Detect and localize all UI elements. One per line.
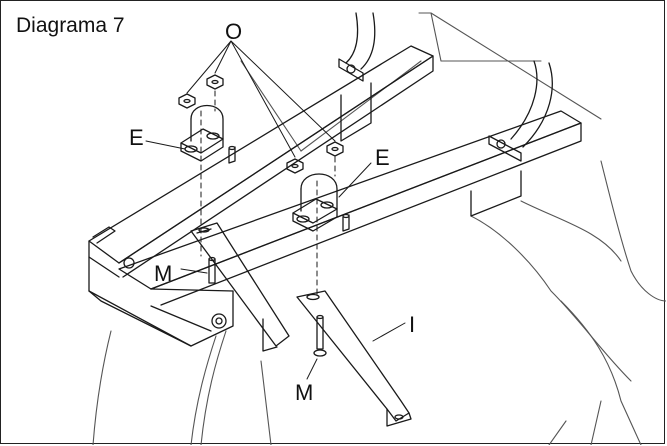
leg-bracket-left (190, 222, 290, 352)
bracket-e-right (292, 173, 338, 232)
label-e-right-bracket: E (375, 145, 390, 170)
bracket-e-left (180, 105, 224, 162)
small-bolts (228, 145, 350, 232)
bracket-i (296, 290, 412, 427)
label-o-nuts: O (225, 19, 243, 44)
bolt-m-left (180, 256, 216, 284)
rail-right (118, 110, 582, 306)
label-e-left-bracket: E (129, 125, 144, 150)
background-panel (92, 12, 666, 445)
label-m-left-bolt: M (154, 261, 173, 286)
upright-support-right (488, 60, 553, 162)
label-i-bracket: I (409, 312, 416, 337)
front-crossbar (88, 256, 234, 347)
nuts-o (178, 74, 344, 174)
label-m-bottom-bolt: M (295, 380, 314, 405)
upright-support-left (338, 12, 376, 82)
bolt-m-bottom (306, 314, 327, 380)
leader-lines-o (186, 40, 336, 158)
diagram-title: Diagrama 7 (16, 14, 125, 37)
leader-lines-e (145, 140, 372, 198)
